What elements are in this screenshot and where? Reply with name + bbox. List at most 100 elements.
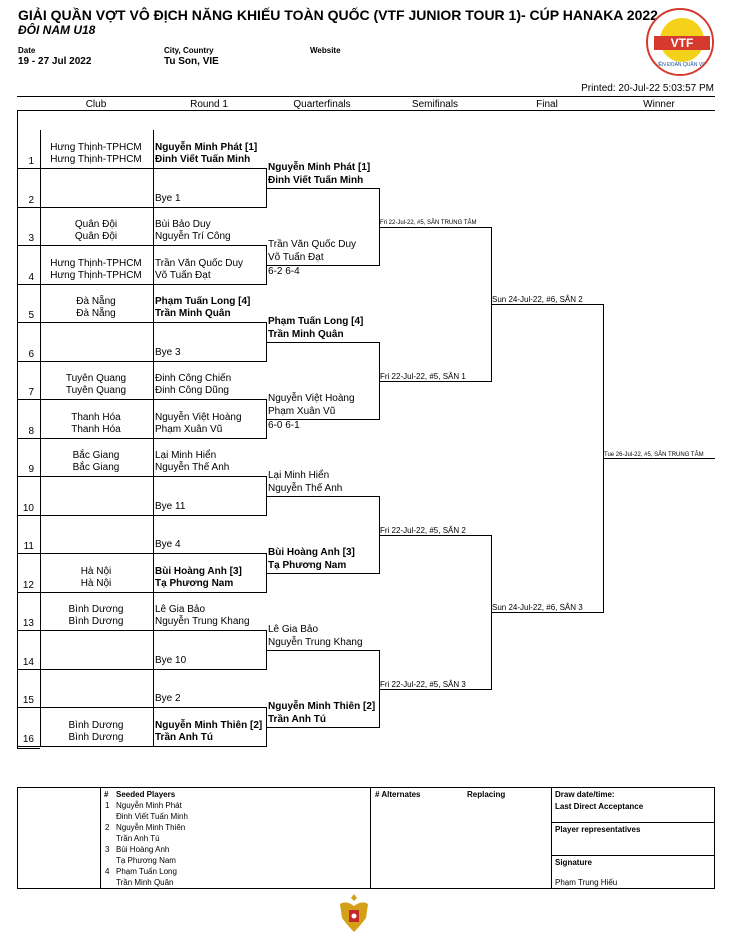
club-col-rule — [40, 207, 41, 245]
club-col-rule — [40, 246, 41, 284]
qf-player: Tạ Phương Nam — [268, 560, 347, 571]
footer-box — [17, 787, 715, 889]
draw-date-label: Draw date/time: — [555, 790, 615, 799]
winner-line — [603, 458, 715, 459]
seed-partner: Đinh Viết Tuấn Minh — [116, 812, 188, 821]
club-name: Hưng Thịnh-TPHCM — [50, 154, 142, 165]
club-name: Quân Đội — [74, 231, 118, 242]
player-name: Đinh Viết Tuấn Minh — [155, 154, 251, 165]
seed-player: Phạm Tuấn Long — [116, 867, 177, 876]
date-label: Date — [18, 46, 36, 55]
club-name: Tuyên Quang — [65, 385, 127, 396]
club-col-rule — [40, 438, 41, 476]
seed-partner: Tạ Phương Nam — [116, 856, 176, 865]
footer-rule-2 — [551, 855, 715, 856]
name-col-rule — [153, 592, 154, 630]
r1-slot-rule — [17, 284, 266, 285]
col-winner: Winner — [643, 99, 675, 110]
club-name: Hưng Thịnh-TPHCM — [50, 258, 142, 269]
club-col-rule — [40, 323, 41, 361]
qf-player: Lê Gia Bảo — [268, 624, 319, 635]
city-value: Tu Son, VIE — [164, 56, 219, 67]
club-name: Bình Dương — [68, 616, 124, 627]
city-label: City, Country — [164, 46, 214, 55]
sf-schedule: Fri 22-Jul-22, #5, SÂN 3 — [380, 680, 466, 689]
club-col-rule — [40, 477, 41, 515]
player-name: Lê Gia Bảo — [155, 604, 206, 615]
club-name: Hưng Thịnh-TPHCM — [50, 270, 142, 281]
qf-player: Võ Tuấn Đạt — [268, 252, 324, 263]
replacing-title: Replacing — [467, 790, 506, 799]
draw-number: 11 — [23, 541, 34, 552]
qf-score: 6-0 6-1 — [268, 420, 300, 431]
frame-left — [17, 110, 18, 748]
draw-number: 2 — [28, 195, 34, 206]
draw-number: 16 — [22, 734, 34, 745]
name-col-rule — [153, 323, 154, 361]
club-name: Thanh Hóa — [71, 412, 121, 423]
qf-player: Trần Minh Quân — [268, 329, 344, 340]
club-name: Hà Nội — [80, 578, 112, 589]
qf-player: Trần Văn Quốc Duy — [268, 239, 357, 250]
r1-slot-rule — [17, 476, 266, 477]
player-name: Trần Minh Quân — [155, 308, 231, 319]
club-name: Đà Nẵng — [76, 308, 116, 319]
sf-line — [379, 689, 491, 690]
r1-slot-rule — [17, 168, 266, 169]
seed-player: Bùi Hoàng Anh — [116, 845, 170, 854]
player-name: Trần Văn Quốc Duy — [155, 258, 244, 269]
seed-number: 4 — [105, 867, 110, 876]
r1-slot-rule — [17, 438, 266, 439]
name-col-rule — [153, 708, 154, 746]
r1-slot-rule — [17, 746, 266, 747]
club-col-rule — [40, 130, 41, 168]
qf-player: Lại Minh Hiển — [268, 470, 330, 481]
qf-player: Đinh Viết Tuấn Minh — [268, 175, 364, 186]
club-name: Quân Đội — [74, 219, 118, 230]
eagle-emblem-icon — [340, 894, 368, 932]
qf-player: Nguyễn Minh Phát [1] — [268, 162, 371, 173]
sf-line — [379, 535, 491, 536]
bye-slot: Bye 10 — [155, 655, 187, 666]
qf-line — [266, 573, 379, 574]
club-col-rule — [40, 400, 41, 438]
draw-number: 6 — [28, 349, 34, 360]
player-name: Bùi Bảo Duy — [155, 219, 211, 230]
player-name: Đinh Công Dũng — [155, 385, 229, 396]
final-line — [491, 304, 603, 305]
seed-player: Nguyễn Minh Phát — [116, 801, 182, 810]
printed-timestamp: Printed: 20-Jul-22 5:03:57 PM — [581, 83, 714, 94]
final-schedule: Sun 24-Jul-22, #6, SÂN 2 — [492, 295, 583, 304]
club-name: Bình Dương — [68, 720, 124, 731]
r1-slot-rule — [17, 515, 266, 516]
tournament-title: GIẢI QUẦN VỢT VÔ ĐỊCH NĂNG KHIẾU TOÀN QU… — [18, 7, 658, 23]
footer-divider-3 — [551, 787, 552, 889]
draw-number: 15 — [22, 695, 34, 706]
seeded-hash: # — [104, 790, 109, 799]
qf-line — [266, 727, 379, 728]
seed-number: 3 — [105, 845, 110, 854]
club-name: Bình Dương — [68, 732, 124, 743]
logo-text: VTF — [671, 36, 694, 50]
qf-player: Phạm Xuân Vũ — [268, 406, 336, 417]
club-name: Hưng Thịnh-TPHCM — [50, 142, 142, 153]
sf-schedule: Fri 22-Jul-22, #5, SÂN 2 — [380, 526, 466, 535]
draw-number: 8 — [28, 426, 34, 437]
qf-line — [266, 188, 379, 189]
r1-slot-rule — [17, 245, 266, 246]
name-col-rule — [153, 207, 154, 245]
sf-line — [379, 381, 491, 382]
header-rule-top — [17, 96, 715, 97]
col-semifinals: Semifinals — [411, 99, 459, 110]
seed-partner: Trần Minh Quân — [116, 878, 174, 887]
seed-number: 2 — [105, 823, 110, 832]
website-label: Website — [310, 46, 341, 55]
club-col-rule — [40, 361, 41, 399]
name-col-rule — [153, 477, 154, 515]
bye-slot: Bye 1 — [155, 193, 181, 204]
col-round1: Round 1 — [190, 99, 228, 110]
club-name: Thanh Hóa — [71, 424, 121, 435]
final-schedule: Sun 24-Jul-22, #6, SÂN 3 — [492, 603, 583, 612]
vtf-logo: VTF LIÊN ĐOÀN QUẦN VỢT — [646, 8, 714, 76]
r1-slot-rule — [17, 553, 266, 554]
